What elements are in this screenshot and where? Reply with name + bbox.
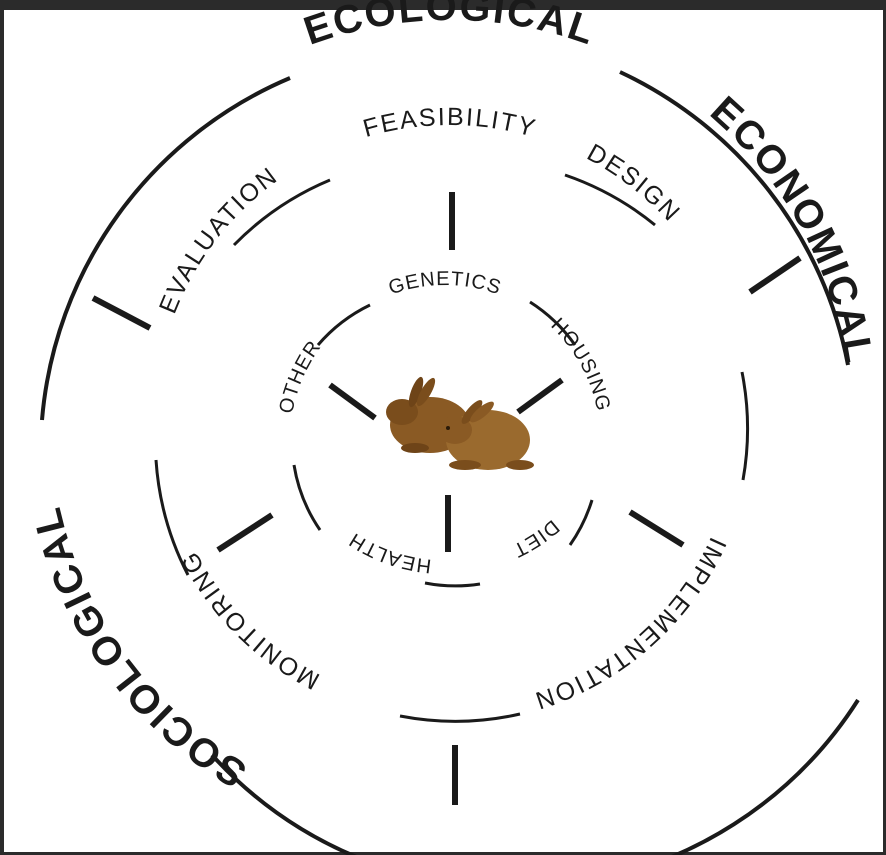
- inner-ring-arc-1: [316, 303, 371, 346]
- bottom-border: [0, 852, 886, 855]
- inner-ring-arc-3: [568, 499, 594, 546]
- middle-ring-arc-4: [399, 712, 521, 723]
- top-border: [0, 0, 886, 10]
- label-evaluation: EVALUATION: [154, 161, 284, 317]
- label-feasibility: FEASIBILITY: [360, 103, 540, 143]
- rabbit-front: [438, 400, 534, 470]
- label-ecological: ECOLOGICAL: [299, 0, 602, 54]
- inner-divider-left: [328, 382, 377, 421]
- label-implementation: IMPLEMENTATION: [530, 533, 731, 715]
- left-border: [0, 0, 4, 855]
- inner-ring-arc-2: [529, 300, 577, 346]
- outer-divider-left: [91, 295, 152, 331]
- label-monitoring: MONITORING: [175, 546, 324, 695]
- outer-ring-arc-top-right: [619, 70, 850, 366]
- right-border: [883, 0, 886, 855]
- rabbits-image: [386, 376, 534, 470]
- middle-ring-arc-3: [740, 371, 750, 481]
- middle-ring-arc-5: [154, 459, 190, 576]
- outer-ring-arc-top-left: [40, 76, 291, 421]
- label-design: DESIGN: [582, 139, 686, 228]
- outer-ring-arc-bottom: [210, 698, 860, 855]
- middle-divider-left: [216, 512, 274, 553]
- label-diet: DIET: [509, 515, 563, 561]
- middle-ring-arc-2: [564, 173, 656, 227]
- inner-divider-right: [516, 377, 564, 415]
- label-economical: ECONOMICAL: [702, 88, 881, 367]
- inner-ring-arc-5: [292, 464, 322, 531]
- outer-divider-right: [748, 255, 802, 295]
- label-other: OTHER: [275, 336, 325, 415]
- middle-ring-arc-1: [232, 178, 331, 247]
- label-housing: HOUSING: [547, 314, 615, 414]
- inner-ring-arc-4: [424, 581, 481, 588]
- label-health: HEALTH: [345, 528, 432, 577]
- label-genetics: GENETICS: [386, 268, 504, 299]
- middle-divider-right: [628, 509, 685, 548]
